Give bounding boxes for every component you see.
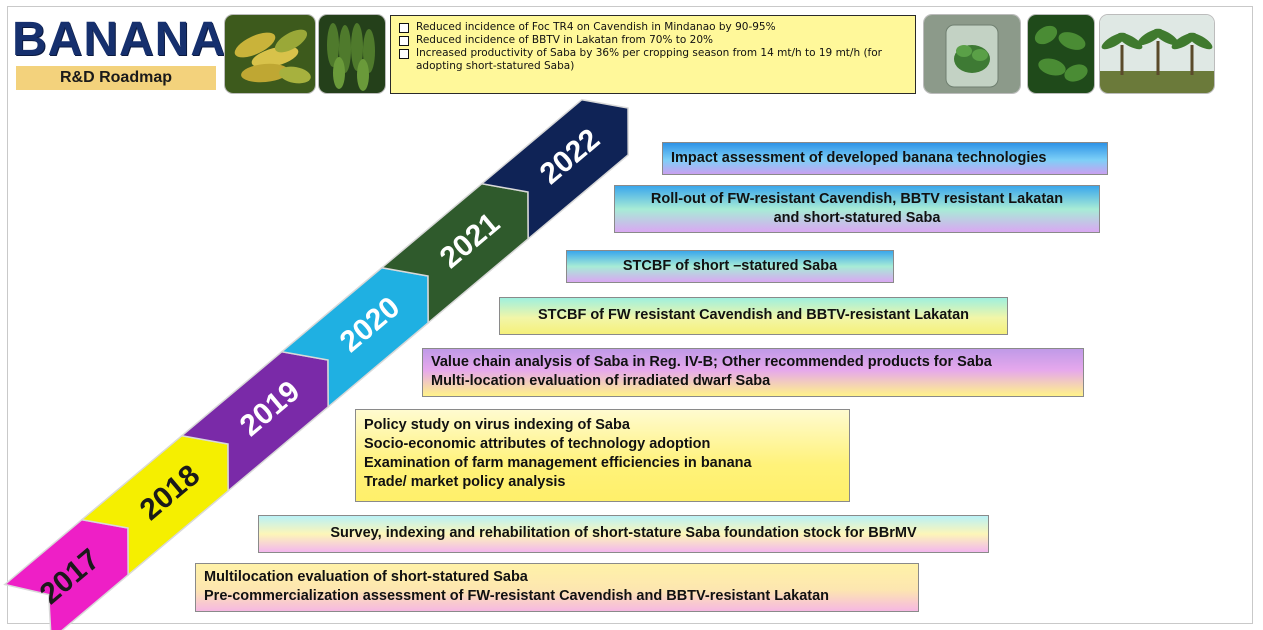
checkbox-icon [399,23,409,33]
banana-logo: BANANA R&D Roadmap [12,13,226,90]
activity-2017: Multilocation evaluation of short-statur… [195,563,919,612]
outcome-item: Reduced incidence of BBTV in Lakatan fro… [399,34,907,47]
logo-subtitle: R&D Roadmap [16,66,216,90]
activity-2018: Policy study on virus indexing of Saba S… [355,409,850,502]
activity-2019: Value chain analysis of Saba in Reg. IV-… [422,348,1084,397]
checkbox-icon [399,49,409,59]
tissue-culture-photo [924,15,1020,93]
activity-2021: Roll-out of FW-resistant Cavendish, BBTV… [614,185,1100,233]
checkbox-icon [399,36,409,46]
activity-2017-survey: Survey, indexing and rehabilitation of s… [258,515,989,553]
activity-2022: Impact assessment of developed banana te… [662,142,1108,175]
outcome-item: Reduced incidence of Foc TR4 on Cavendis… [399,21,907,34]
logo-title: BANANA [12,13,226,66]
banana-plantation-photo [1100,15,1214,93]
outcome-item: Increased productivity of Saba by 36% pe… [399,47,907,73]
activity-2020-saba: STCBF of short –statured Saba [566,250,894,283]
expected-outcomes-box: Reduced incidence of Foc TR4 on Cavendis… [390,15,916,94]
activity-2020: STCBF of FW resistant Cavendish and BBTV… [499,297,1008,335]
green-banana-photo [319,15,385,93]
banana-leaves-photo [1028,15,1094,93]
banana-bunch-photo [225,15,315,93]
